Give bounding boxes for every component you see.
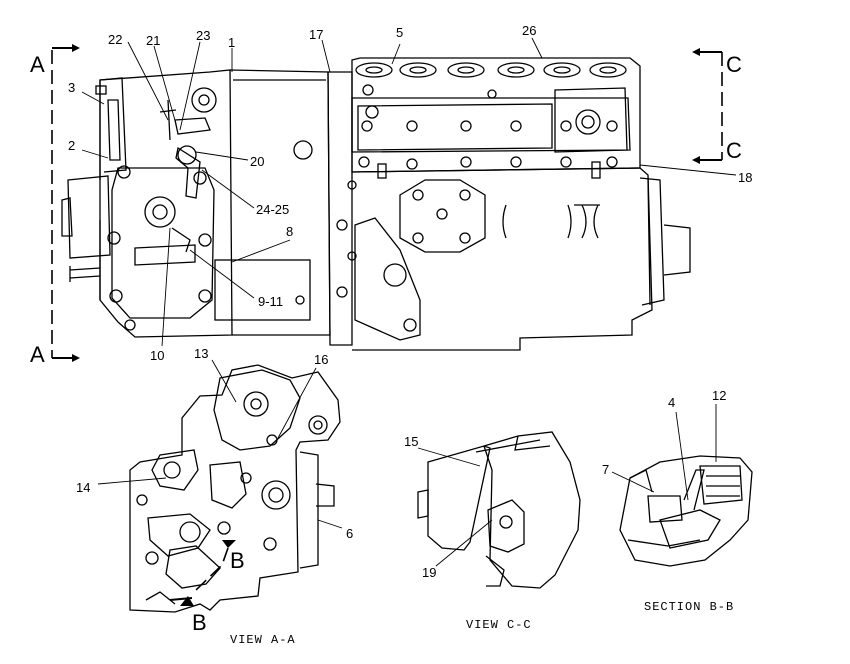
view-cc-drawing [417,431,581,589]
callout-3: 3 [68,80,75,95]
callout-16: 16 [314,352,328,367]
section-c-bottom-label: C [726,138,742,163]
callout-21: 21 [146,33,160,48]
section-line-c [692,48,723,164]
callout-9-11: 9-11 [258,294,283,309]
callout-23: 23 [196,28,210,43]
caption-view-cc: VIEW C-C [466,618,532,632]
callout-6: 6 [346,526,353,541]
callout-2: 2 [68,138,75,153]
callout-5: 5 [396,25,403,40]
section-line-a [51,44,80,362]
section-a-top-label: A [30,52,45,77]
callout-24-25: 24-25 [256,202,289,217]
callout-10: 10 [150,348,164,363]
callout-19: 19 [422,565,436,580]
section-a-bottom-label: A [30,342,45,367]
callout-4: 4 [668,395,675,410]
section-bb-leaders [611,404,717,501]
callout-20: 20 [250,154,264,169]
callout-7: 7 [602,462,609,477]
caption-section-bb: SECTION B-B [644,600,734,614]
section-b-top-label: B [230,548,245,573]
callout-13: 13 [194,346,208,361]
callout-14: 14 [76,480,90,495]
view-cc-leaders [417,447,493,567]
section-bb-drawing [619,455,753,567]
callout-17: 17 [309,27,323,42]
callout-12: 12 [712,388,726,403]
section-c-top-label: C [726,52,742,77]
callout-26: 26 [522,23,536,38]
main-pump-view [61,57,691,351]
callout-8: 8 [286,224,293,239]
section-b-bottom-label: B [192,610,207,635]
main-view-leaders [81,37,737,347]
callout-18: 18 [738,170,752,185]
section-line-b [169,540,236,606]
callout-22: 22 [108,32,122,47]
callout-labels: 22 21 23 1 17 5 26 3 2 20 18 24-25 8 9-1… [68,23,752,580]
view-aa-leaders [97,359,343,529]
view-aa-drawing [129,364,341,613]
callout-1: 1 [228,35,235,50]
callout-15: 15 [404,434,418,449]
caption-view-aa: VIEW A-A [230,633,296,647]
